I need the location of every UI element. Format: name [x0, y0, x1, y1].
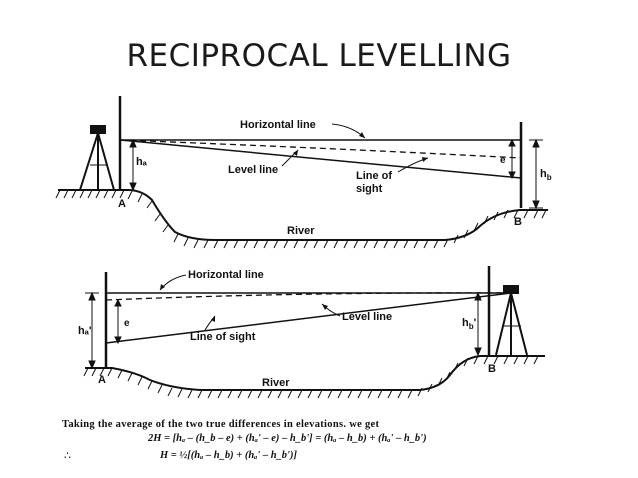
level-line-bottom [105, 292, 512, 301]
bottom-hb-prime-label: hb' [462, 317, 477, 331]
bottom-figure [83, 266, 545, 399]
bottom-e-label: e [124, 318, 130, 329]
equation-h: H = ½[(hₐ – h_b) + (hₐ' – h_b')] [160, 450, 297, 461]
top-point-b-label: B [514, 216, 522, 228]
therefore-symbol: ∴ [64, 449, 71, 462]
equation-2h: 2H = [hₐ – (h_b – e) + (hₐ' – e) – h_b']… [148, 433, 427, 444]
top-ha-label: hₐ [136, 156, 148, 168]
tripod-icon [79, 125, 115, 191]
hb-dimension [529, 138, 543, 210]
bottom-level-line-label: Level line [342, 311, 392, 323]
bottom-line-of-sight-label: Line of sight [190, 331, 256, 343]
top-level-line-label: Level line [228, 164, 278, 176]
top-point-a-label: A [118, 198, 126, 210]
bottom-horizontal-line-label: Horizontal line [188, 269, 264, 281]
top-horizontal-line-label: Horizontal line [240, 119, 316, 131]
top-e-label: e [500, 155, 506, 166]
top-line-of-sight-label: Line of [356, 170, 392, 182]
ha-dimension [129, 138, 137, 192]
e-dimension-bottom [114, 298, 122, 345]
ground-profile-bottom [85, 355, 545, 391]
page-title: RECIPROCAL LEVELLING [126, 38, 512, 74]
e-dimension [508, 138, 516, 180]
hb-prime-dimension [474, 291, 482, 357]
tripod-icon [495, 285, 528, 356]
line-of-sight [119, 139, 522, 179]
horizontal-line-leader-bottom [159, 274, 187, 291]
level-line [119, 139, 522, 159]
ground-hatching [55, 189, 547, 249]
bottom-ha-prime-label: hₐ' [78, 325, 92, 337]
bottom-point-b-label: B [488, 363, 496, 375]
top-river-label: River [287, 225, 315, 237]
line-of-sight-bottom [105, 292, 512, 344]
ha-prime-dimension [85, 291, 99, 370]
bottom-river-label: River [262, 377, 290, 389]
ground-hatching-bottom [83, 355, 539, 399]
top-hb-label: hb [540, 168, 552, 182]
caption-text: Taking the average of the two true diffe… [62, 419, 380, 430]
bottom-point-a-label: A [98, 374, 106, 386]
top-line-of-sight-label-2: sight [356, 183, 383, 195]
top-figure [55, 96, 548, 249]
